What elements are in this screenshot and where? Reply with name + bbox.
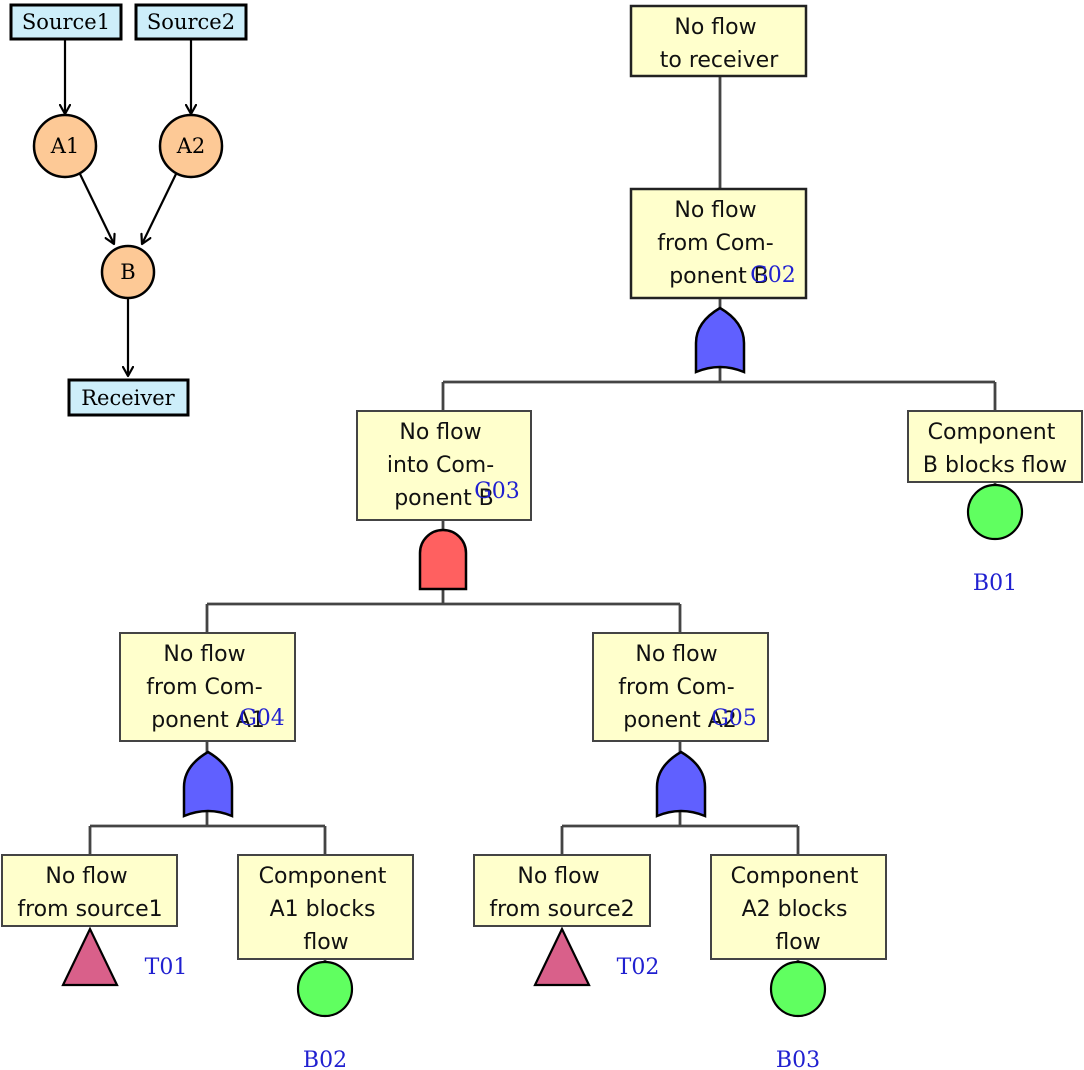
event-text-b02: Component A1 blocks flow xyxy=(259,864,394,955)
source1-block xyxy=(9,3,123,41)
event-text-t02: No flow from source2 xyxy=(489,864,634,922)
id-label-b02: B02 xyxy=(303,1048,347,1070)
basic-event-b03 xyxy=(769,960,827,1018)
fault-tree: No flow to receiver No flow from Com- po… xyxy=(1,4,1083,1070)
receiver-label: Receiver xyxy=(81,386,175,410)
source1-label: Source1 xyxy=(22,10,110,34)
id-label-t02: T02 xyxy=(617,955,660,980)
source2-block xyxy=(134,3,248,41)
id-label-g05: G05 xyxy=(711,706,757,731)
component-a1-label: A1 xyxy=(50,134,80,158)
component-a2-node xyxy=(158,113,224,179)
fault-tree-connectors xyxy=(88,76,997,963)
reliability-block-diagram: Source1 Source2 A1 A2 B Receiver xyxy=(9,3,248,417)
or-gate-g04 xyxy=(182,750,234,818)
component-b-label: B xyxy=(120,260,135,284)
arrow-a1-b xyxy=(79,173,114,244)
id-label-g02: G02 xyxy=(750,263,796,288)
event-box-b01 xyxy=(907,410,1083,483)
event-box-g05 xyxy=(592,632,769,742)
event-box-b03 xyxy=(710,854,887,960)
transfer-triangle-t01 xyxy=(61,926,119,987)
or-gate-g05 xyxy=(655,750,707,818)
component-a1-node xyxy=(32,113,98,179)
event-box-top xyxy=(629,4,808,78)
event-text-top: No flow to receiver xyxy=(660,15,779,73)
event-texts: No flow to receiver No flow from Com- po… xyxy=(17,15,1067,955)
event-text-b01: Component B blocks flow xyxy=(923,420,1067,478)
id-label-g04: G04 xyxy=(239,706,285,731)
id-label-t01: T01 xyxy=(145,955,188,980)
arrow-a2-b xyxy=(142,173,177,244)
event-box-g02 xyxy=(629,187,808,300)
event-text-t01: No flow from source1 xyxy=(17,864,162,922)
transfer-triangle-t02 xyxy=(533,926,591,987)
event-text-g05: No flow from Com- ponent A2 xyxy=(618,642,741,733)
component-a2-label: A2 xyxy=(176,134,206,158)
id-label-b01: B01 xyxy=(973,571,1017,596)
id-label-b03: B03 xyxy=(776,1048,820,1070)
event-text-g03: No flow into Com- ponent B xyxy=(387,420,501,511)
event-text-b03: Component A2 blocks flow xyxy=(731,864,866,955)
event-box-g03 xyxy=(356,410,532,521)
receiver-block xyxy=(67,378,190,417)
event-text-g04: No flow from Com- ponent A1 xyxy=(146,642,269,733)
event-box-t01 xyxy=(1,854,178,927)
id-label-g03: G03 xyxy=(474,479,520,504)
event-text-g02: No flow from Com- ponent B xyxy=(657,198,780,289)
and-gate-g03 xyxy=(418,528,468,591)
event-box-t02 xyxy=(473,854,651,927)
or-gate-g02 xyxy=(694,306,746,374)
basic-event-b02 xyxy=(296,960,354,1018)
source2-label: Source2 xyxy=(147,10,235,34)
event-box-b02 xyxy=(237,854,414,960)
event-id-labels: G02 G03 B01 G04 G05 T01 B02 T02 B03 xyxy=(145,263,1017,1070)
event-box-g04 xyxy=(119,632,296,742)
component-b-node xyxy=(100,244,156,300)
basic-event-b01 xyxy=(966,483,1024,541)
